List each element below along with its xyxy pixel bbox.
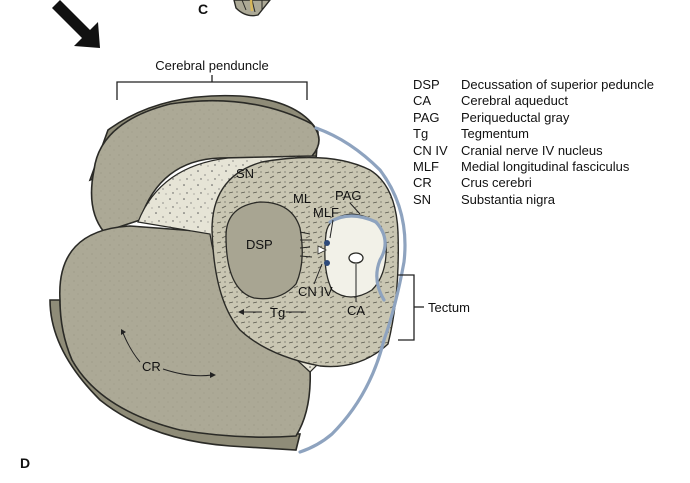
leader-lines [122, 202, 361, 377]
periaqueductal-gray [324, 213, 387, 298]
legend-row: MLF Medial longitudinal fasciculus [413, 159, 688, 175]
label-tg: Tg [270, 305, 285, 320]
tectum-bracket [398, 274, 424, 341]
label-tectum: Tectum [428, 300, 470, 315]
legend-description: Tegmentum [461, 126, 529, 142]
panel-label-d: D [20, 455, 30, 471]
legend-description: Crus cerebri [461, 175, 532, 191]
legend-description: Cranial nerve IV nucleus [461, 142, 603, 158]
legend-abbreviation: CA [413, 93, 432, 109]
legend-row: DSP Decussation of superior peduncle [413, 77, 688, 93]
legend-description: Periqueductal gray [461, 109, 570, 125]
dsp-region [225, 201, 313, 300]
legend-abbreviation: CR [413, 175, 432, 191]
leader-arrowheads [121, 309, 244, 378]
legend-abbreviation: Tg [413, 126, 429, 142]
legend-row: CN IV Cranial nerve IV nucleus [413, 143, 688, 159]
cn-iv-nucleus [317, 240, 330, 266]
legend-row: Tg Tegmentum [413, 126, 688, 142]
legend-description: Substantia nigra [461, 191, 555, 207]
label-cr: CR [142, 359, 161, 374]
label-ml: ML [293, 191, 311, 206]
legend-abbreviation: CN IV [413, 142, 448, 158]
panel-label-c: C [198, 1, 208, 17]
legend-abbreviation: PAG [413, 109, 440, 125]
label-pag: PAG [335, 188, 362, 203]
panel-c-fragment [233, 0, 271, 17]
lower-crus-cerebri [49, 225, 312, 451]
cerebral-peduncle-bracket [116, 75, 308, 100]
label-dsp: DSP [246, 237, 273, 252]
label-ca: CA [347, 303, 365, 318]
legend-row: SN Substantia nigra [413, 192, 688, 208]
label-sn: SN [236, 166, 254, 181]
legend-description: Cerebral aqueduct [461, 93, 568, 109]
upper-crus-cerebri [88, 94, 320, 233]
legend-abbreviation: MLF [413, 159, 439, 175]
legend-row: PAG Periqueductal gray [413, 110, 688, 126]
legend-row: CA Cerebral aqueduct [413, 93, 688, 109]
label-mlf: MLF [313, 205, 339, 220]
direction-arrow [52, 0, 100, 48]
cerebral-aqueduct [348, 252, 364, 264]
blood-vessels [298, 126, 407, 454]
legend-row: CR Crus cerebri [413, 175, 688, 191]
label-cn-iv: CN IV [298, 284, 333, 299]
legend-abbreviation: SN [413, 191, 432, 207]
legend-description: Medial longitudinal fasciculus [461, 159, 630, 175]
label-cerebral-peduncle: Cerebral penduncle [155, 58, 268, 73]
legend-description: Decussation of superior peduncle [461, 77, 654, 92]
legend-abbreviation: DSP [413, 77, 440, 92]
